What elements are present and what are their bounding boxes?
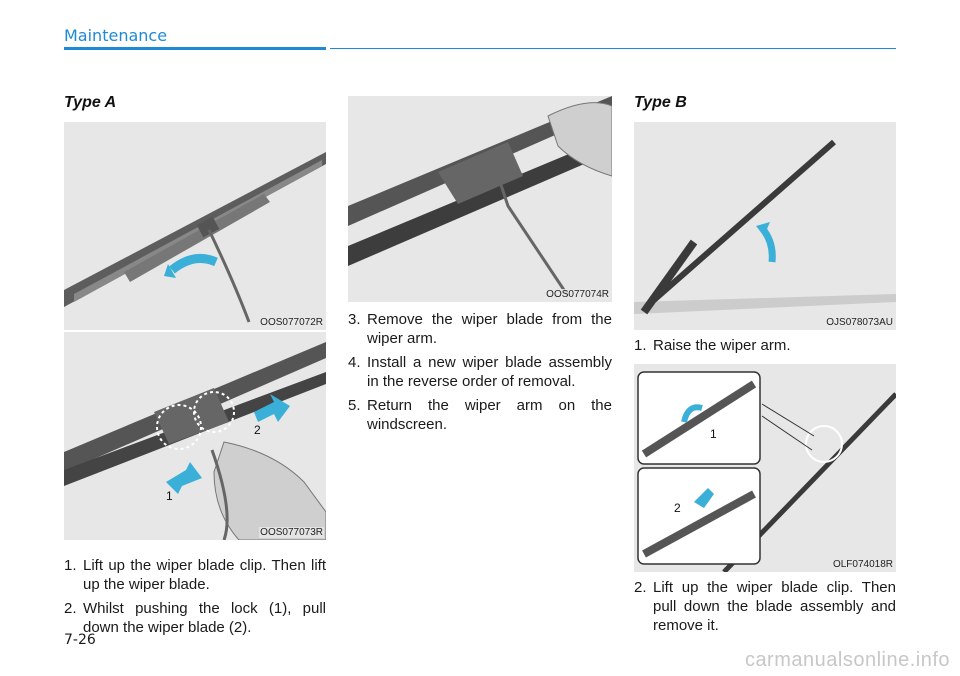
figure-caption: OLF074018R bbox=[831, 559, 894, 570]
figure-type-b-2: 1 2 OLF074018R bbox=[634, 364, 896, 572]
steps-list-left: 1.Lift up the wiper blade clip. Then lif… bbox=[64, 556, 326, 642]
steps-list-right-2: 2.Lift up the wiper blade clip. Then pul… bbox=[634, 578, 896, 640]
figure-caption: OOS077072R bbox=[259, 317, 324, 328]
figure-caption: OOS077073R bbox=[259, 527, 324, 538]
steps-list-right-1: 1.Raise the wiper arm. bbox=[634, 336, 896, 360]
step-item: 1.Lift up the wiper blade clip. Then lif… bbox=[64, 557, 326, 593]
step-item: 2.Lift up the wiper blade clip. Then pul… bbox=[634, 579, 896, 634]
pull-down-arrow bbox=[694, 488, 714, 508]
figure-caption: OJS078073AU bbox=[825, 317, 894, 328]
rotate-arrow bbox=[169, 253, 218, 274]
raise-arm-illustration bbox=[634, 139, 896, 315]
wiper-removal-illustration bbox=[348, 96, 612, 297]
pull-arrow bbox=[254, 394, 290, 422]
figure-type-b-1: OJS078073AU bbox=[634, 122, 896, 330]
header-rule-thick bbox=[64, 47, 326, 50]
figure-caption: OOS077074R bbox=[545, 289, 610, 300]
wiper-lock-illustration: 1 2 bbox=[64, 342, 326, 540]
figure-type-a-1: OOS077072R bbox=[64, 122, 326, 330]
figure-type-a-2: 1 2 OOS077073R bbox=[64, 332, 326, 540]
callout-1: 1 bbox=[710, 427, 717, 441]
clip-release-illustration: 1 2 bbox=[637, 371, 896, 572]
callout-1: 1 bbox=[166, 489, 173, 503]
step-item: 2.Whilst pushing the lock (1), pull down… bbox=[64, 600, 326, 636]
type-b-heading: Type B bbox=[634, 94, 687, 111]
clip-arrow bbox=[681, 404, 703, 423]
section-title: Maintenance bbox=[64, 26, 168, 45]
steps-list-middle: 3.Remove the wiper blade from the wiper … bbox=[348, 310, 612, 439]
type-a-heading: Type A bbox=[64, 94, 117, 111]
page-number: 7-26 bbox=[64, 632, 96, 648]
figure-remove-blade: OOS077074R bbox=[348, 96, 612, 302]
step-item: 5.Return the wiper arm on the windscreen… bbox=[348, 397, 612, 433]
step-item: 1.Raise the wiper arm. bbox=[634, 337, 791, 354]
callout-2: 2 bbox=[674, 501, 681, 515]
callout-2: 2 bbox=[254, 423, 261, 437]
watermark: carmanualsonline.info bbox=[744, 649, 950, 671]
header-rule-thin bbox=[330, 48, 896, 49]
step-item: 4.Install a new wiper blade assembly in … bbox=[348, 354, 612, 390]
push-arrow bbox=[166, 462, 202, 494]
wiper-lift-illustration bbox=[64, 152, 326, 323]
step-item: 3.Remove the wiper blade from the wiper … bbox=[348, 311, 612, 347]
